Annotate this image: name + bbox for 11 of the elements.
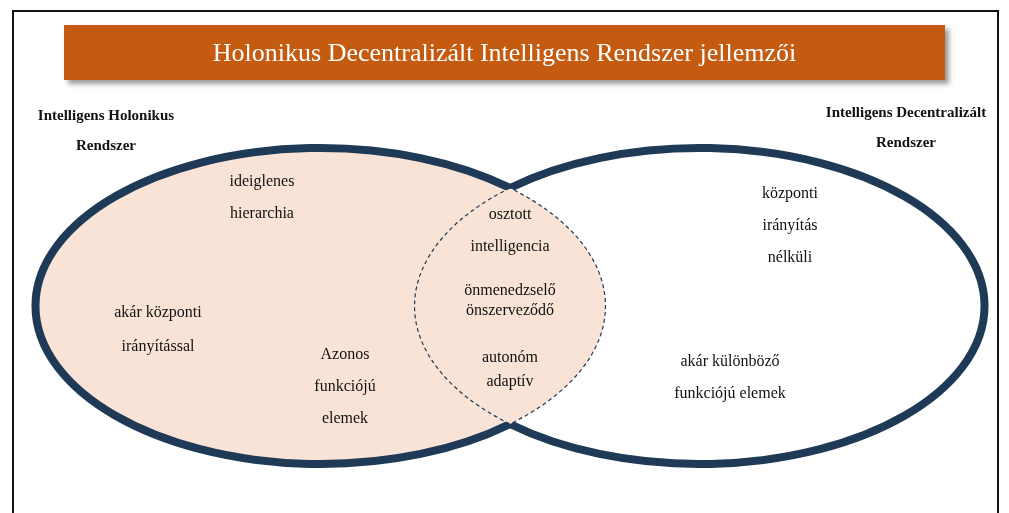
set-heading: Intelligens Decentralizált Rendszer xyxy=(824,103,988,152)
feature-text: akár központi irányítással xyxy=(113,302,203,357)
feature-text: akár különböző funkciójú elemek xyxy=(673,351,787,404)
set-heading: Intelligens Holonikus Rendszer xyxy=(36,106,176,155)
feature-text: központi irányítás nélküli xyxy=(761,183,819,267)
feature-text: ideiglenes hierarchia xyxy=(228,171,296,223)
feature-text: önmenedzselő önszerveződő xyxy=(463,280,557,320)
feature-text: Azonos funkciójú elemek xyxy=(313,344,377,428)
title-banner: Holonikus Decentralizált Intelligens Rendszer jellemzői xyxy=(64,25,945,80)
feature-text: osztott intelligencia xyxy=(469,204,551,257)
feature-text: autonóm adaptív xyxy=(481,347,539,392)
